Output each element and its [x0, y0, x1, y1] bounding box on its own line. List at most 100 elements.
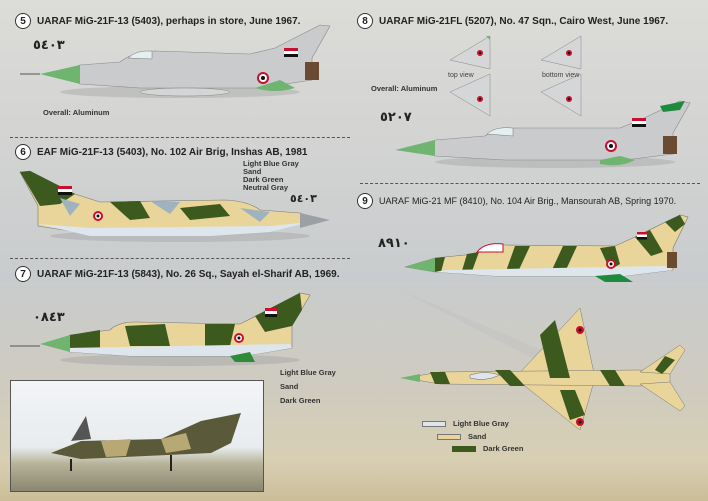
- nose-cone: [400, 374, 420, 382]
- aircraft-profile-5: [20, 24, 331, 98]
- profile-7-title: 7 UARAF MiG-21F-13 (5843), No. 26 Sq., S…: [15, 266, 340, 282]
- color-name: Light Blue Gray: [280, 368, 336, 377]
- roundel: [93, 211, 103, 221]
- nose-cone: [395, 140, 435, 156]
- profile-9-title: 9 UARAF MiG-21 MF (8410), No. 104 Air Br…: [357, 193, 676, 209]
- roundel: [257, 72, 269, 84]
- fuselage: [54, 292, 311, 357]
- exhaust: [663, 136, 677, 154]
- roundel: [576, 418, 584, 426]
- serial-number: ٥٤٠٣: [33, 38, 65, 53]
- fuselage: [414, 100, 691, 161]
- color-name: Sand: [468, 431, 487, 441]
- nose-cone: [40, 65, 80, 84]
- swatch-sand: [437, 433, 461, 440]
- paint-note: Overall: Aluminum: [43, 108, 110, 117]
- roundel: [605, 140, 617, 152]
- flag: [632, 118, 646, 127]
- color-list: Light Blue Gray Sand Dark Green: [280, 366, 336, 408]
- camo-stripes: [433, 215, 685, 274]
- serial-number: ٨٩١٠: [378, 236, 410, 251]
- serial-number: ٥٢٠٧: [380, 110, 412, 125]
- exhaust: [667, 252, 677, 268]
- aircraft-planform-9: [400, 290, 686, 431]
- camo-green: [20, 171, 230, 220]
- exhaust: [305, 62, 319, 80]
- roundel: [576, 326, 584, 334]
- underside: [435, 266, 673, 276]
- drop-tank: [139, 87, 231, 97]
- fin-tip: [660, 101, 685, 112]
- wing-views: [449, 35, 582, 117]
- tailplane: [639, 344, 686, 412]
- profile-6-title: 6 EAF MiG-21F-13 (5403), No. 102 Air Bri…: [15, 144, 307, 160]
- color-list: Light Blue Gray Sand Dark Green Neutral …: [243, 160, 299, 192]
- bottom-view-wing: [540, 35, 582, 70]
- profile-title-text: EAF MiG-21F-13 (5403), No. 102 Air Brig,…: [37, 146, 308, 158]
- ventral-fin: [230, 352, 255, 362]
- legend-item: Sand: [437, 431, 523, 444]
- flag: [265, 308, 277, 317]
- aircraft-profile-8: [395, 100, 691, 168]
- nose-cone: [300, 213, 330, 228]
- top-view-wing: [449, 73, 491, 117]
- legend-item: Dark Green: [452, 443, 523, 456]
- swatch-dark-green: [452, 446, 476, 453]
- profile-number: 8: [357, 13, 373, 29]
- canopy: [486, 127, 514, 137]
- legend-item: Light Blue Gray: [422, 418, 523, 431]
- top-view-wing: [449, 35, 491, 70]
- flag: [637, 232, 647, 240]
- color-name: Dark Green: [483, 444, 524, 453]
- ventral-fin: [600, 156, 635, 166]
- color-name: Dark Green: [243, 175, 284, 184]
- underside: [38, 222, 310, 236]
- color-name: Light Blue Gray: [453, 419, 509, 428]
- profile-8-title: 8 UARAF MiG-21FL (5207), No. 47 Sqn., Ca…: [357, 13, 668, 29]
- canopy-top: [469, 372, 501, 380]
- aircraft-profile-7: [10, 292, 311, 366]
- bottom-view-wing: [540, 73, 582, 117]
- top-view-label: top view: [448, 72, 474, 79]
- divider: [10, 137, 350, 138]
- photo-aircraft: [51, 413, 241, 471]
- color-name: Neutral Gray: [243, 183, 289, 192]
- aircraft-profile-6: [19, 170, 330, 242]
- underside: [65, 344, 292, 356]
- profile-number: 5: [15, 13, 31, 29]
- canopy: [127, 50, 153, 60]
- wing: [400, 290, 565, 375]
- ventral-fin: [255, 80, 295, 91]
- ventral-fin: [595, 274, 633, 282]
- color-name: Sand: [280, 382, 299, 391]
- profile-title-text: UARAF MiG-21F-13 (5403), perhaps in stor…: [37, 15, 301, 27]
- profile-title-text: UARAF MiG-21 MF (8410), No. 104 Air Brig…: [379, 196, 677, 206]
- serial-number: ٥٤٠٣: [290, 192, 317, 205]
- divider: [360, 183, 700, 184]
- color-name: Dark Green: [280, 396, 321, 405]
- paint-note: Overall: Aluminum: [371, 84, 438, 93]
- flag: [58, 186, 72, 195]
- divider: [10, 258, 350, 259]
- bottom-view-label: bottom view: [542, 72, 580, 79]
- camo-green: [70, 293, 302, 348]
- camo-blue-gray: [60, 198, 270, 222]
- profile-title-text: UARAF MiG-21FL (5207), No. 47 Sqn., Cair…: [379, 15, 669, 27]
- profile-number: 7: [15, 266, 31, 282]
- canopy: [475, 243, 504, 253]
- color-legend: Light Blue Gray Sand Dark Green: [422, 418, 523, 456]
- aircraft-photo: [10, 380, 264, 492]
- color-name: Light Blue Gray: [243, 159, 299, 168]
- nose-cone: [405, 258, 435, 272]
- profile-5-title: 5 UARAF MiG-21F-13 (5403), perhaps in st…: [15, 13, 300, 29]
- serial-number: ٠٨٤٣: [33, 310, 65, 325]
- flag: [284, 48, 298, 57]
- color-name: Sand: [243, 167, 262, 176]
- aircraft-profile-9: [404, 214, 689, 282]
- swatch-light-blue-gray: [422, 421, 446, 428]
- profile-number: 9: [357, 193, 373, 209]
- roundel: [234, 333, 244, 343]
- nose-cone: [40, 335, 70, 352]
- roundel: [606, 259, 616, 269]
- profile-title-text: UARAF MiG-21F-13 (5843), No. 26 Sq., Say…: [37, 268, 340, 280]
